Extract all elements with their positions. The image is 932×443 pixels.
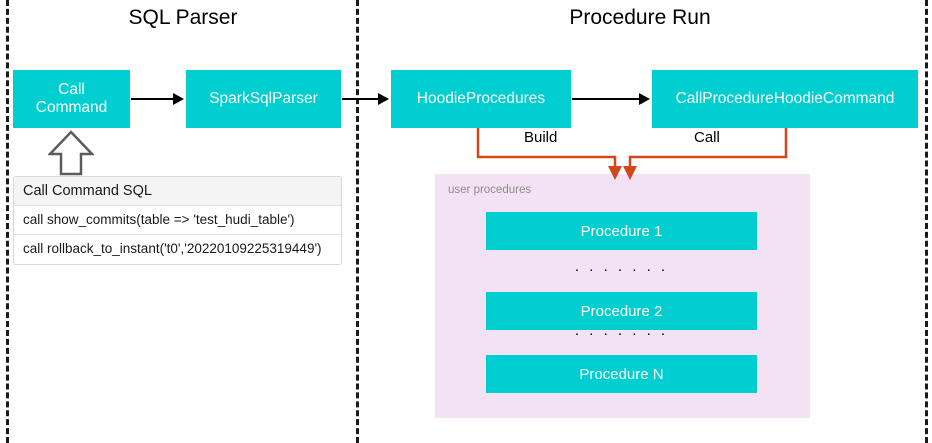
node-call-command-line2: Command	[35, 99, 108, 116]
node-call-procedure-hoodie-command[interactable]: CallProcedureHoodieCommand	[652, 70, 918, 128]
node-spark-sql-parser[interactable]: SparkSqlParser	[186, 70, 341, 128]
node-hoodie-procedures[interactable]: HoodieProcedures	[391, 70, 571, 128]
node-procedure-1[interactable]: Procedure 1	[486, 212, 757, 250]
node-call-command-label: Call Command	[36, 81, 108, 118]
arrow-spark-to-hoodie-head-icon	[378, 93, 389, 105]
node-procedure-n[interactable]: Procedure N	[486, 355, 757, 393]
node-call-command-line1: Call	[58, 80, 85, 98]
procedure-list-ellipsis-2: . . . . . . .	[574, 322, 669, 339]
call-command-sql-table: Call Command SQL call show_commits(table…	[13, 176, 342, 265]
sql-table-header: Call Command SQL	[14, 177, 341, 206]
arrow-spark-to-hoodie-line	[342, 98, 380, 100]
arrow-call-command-to-spark-line	[131, 98, 175, 100]
user-procedures-caption: user procedures	[448, 184, 532, 196]
arrow-hoodie-to-callprocedure-line	[572, 98, 640, 100]
table-row: call rollback_to_instant('t0','202201092…	[23, 241, 322, 256]
section-divider-middle	[356, 0, 359, 443]
section-divider-right	[925, 0, 928, 443]
node-call-command[interactable]: Call Command	[13, 70, 130, 128]
node-procedure-2[interactable]: Procedure 2	[486, 292, 757, 330]
section-title-procedure-run: Procedure Run	[569, 6, 711, 29]
table-row: call show_commits(table => 'test_hudi_ta…	[14, 206, 341, 235]
hollow-up-arrow-icon	[48, 130, 94, 176]
connector-label-build: Build	[520, 129, 562, 146]
arrow-call-command-to-spark-head-icon	[173, 93, 184, 105]
connector-label-call: Call	[690, 129, 724, 146]
section-divider-left	[6, 0, 9, 443]
procedure-list-ellipsis-1: . . . . . . .	[574, 258, 669, 275]
arrow-hoodie-to-callprocedure-head-icon	[639, 93, 650, 105]
section-title-sql-parser: SQL Parser	[128, 6, 238, 29]
user-procedures-panel: user procedures Procedure 1 . . . . . . …	[435, 174, 810, 418]
